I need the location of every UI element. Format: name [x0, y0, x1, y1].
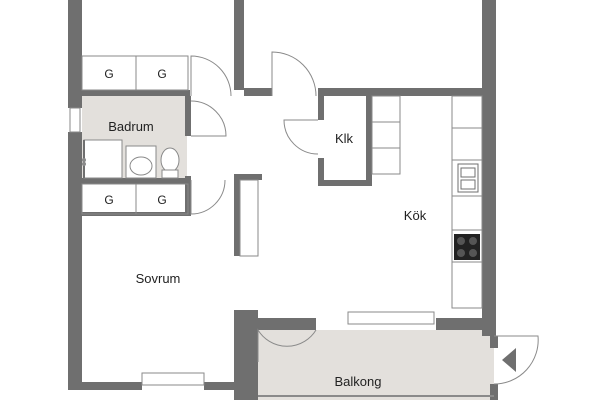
entry-arrow-icon — [502, 348, 516, 372]
kitchen-counter — [451, 95, 483, 309]
wardrobe-label-3: G — [104, 193, 113, 207]
wardrobe-label-1: G — [104, 67, 113, 81]
room-label-klk: Klk — [335, 131, 354, 146]
wardrobe-label-2: G — [157, 67, 166, 81]
walls — [68, 0, 498, 400]
room-label-balkong: Balkong — [335, 374, 382, 389]
sink-icon — [457, 163, 479, 193]
closet-shelves — [371, 95, 401, 175]
room-label-kok: Kök — [404, 208, 427, 223]
wardrobes — [81, 55, 189, 215]
shower — [83, 139, 123, 179]
room-label-badrum: Badrum — [108, 119, 154, 134]
stove-icon — [454, 234, 480, 260]
balcony-floor — [258, 330, 494, 400]
radiator-icon — [82, 158, 86, 166]
doors — [190, 51, 539, 385]
room-label-sovrum: Sovrum — [136, 271, 181, 286]
wardrobe-label-4: G — [157, 193, 166, 207]
bathroom-fixtures — [83, 139, 180, 179]
toilet — [160, 147, 180, 173]
windows — [69, 107, 435, 386]
